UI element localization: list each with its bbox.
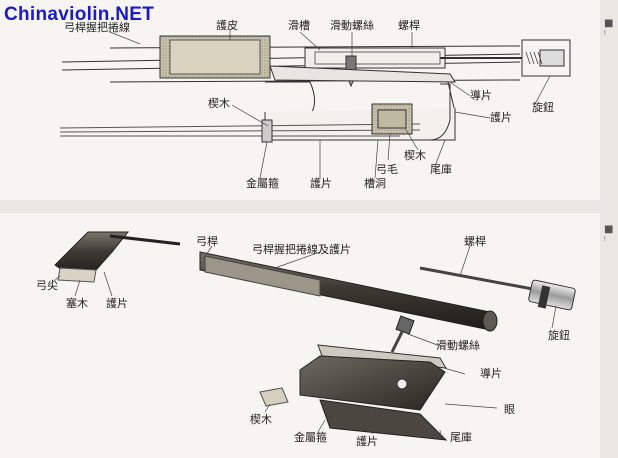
top-panel [0,0,600,200]
label-guard-bottom-panel: 護片 [356,435,378,448]
screw-illustration [419,266,576,311]
screw-thread [525,51,543,65]
label-tip: 弓尖 [36,279,58,292]
label-hair: 弓毛 [376,163,398,176]
hair-line-2 [59,129,421,133]
label-button: 旋鈕 [532,101,554,114]
leather-inner [169,39,261,75]
label-slide-screw: 滑動螺絲 [330,19,374,32]
label-frog-bottom: 尾庫 [450,431,472,444]
label-metal-ring: 金屬箍 [246,177,279,190]
label-guide-bottom: 導片 [480,367,502,380]
frog-illustration [299,355,448,441]
wedge-illustration [259,387,289,407]
button-core [539,49,565,67]
wedge-inner [377,109,407,129]
label-slot: 槽洞 [364,177,386,190]
label-metal-ring-bottom: 金屬箍 [294,431,327,444]
slide-screw-body [345,55,357,71]
label-wedge-left: 楔木 [208,97,230,110]
label-groove: 滑槽 [288,19,310,32]
slide-screw-illustration [390,315,415,353]
label-guard-bottom: 護片 [310,177,332,190]
label-leather: 護皮 [216,19,238,32]
label-guard-right: 護片 [490,111,512,124]
label-guide: 導片 [470,89,492,102]
watermark-logo: Chinaviolin.NET [4,4,155,25]
hair-line-1 [59,123,421,129]
label-button-bottom: 旋鈕 [548,329,570,342]
bow-tip-illustration [54,231,181,283]
label-eye: 眼 [504,403,515,416]
label-stick: 弓桿 [196,235,218,248]
label-frog: 尾庫 [430,163,452,176]
label-wedge-bottom: 楔木 [250,413,272,426]
label-plug: 塞木 [66,297,88,310]
guide-plate [269,65,456,83]
label-wedge-right: 楔木 [404,149,426,162]
label-tip-guard: 護片 [106,297,128,310]
frog-throat [265,81,456,113]
label-grip-guard: 弓桿握把捲線及護片 [252,243,351,256]
label-screw-bottom: 螺桿 [464,235,486,248]
bow-stick-illustration [199,251,498,332]
label-grip: 弓桿握把捲線 [64,21,130,34]
edge-glyph-bottom: ■ ᵎ [604,224,614,246]
label-slide-screw-bottom: 滑動螺絲 [436,339,480,352]
top-bow-cross-section [59,35,571,143]
top-leader-lines [109,30,551,179]
edge-glyph-top: ■ ᵎ [604,18,614,40]
bottom-leader-lines [47,245,557,439]
label-screw: 螺桿 [398,19,420,32]
frog-heel [429,83,451,141]
frog-body [264,108,456,141]
groove-channel [304,47,446,69]
